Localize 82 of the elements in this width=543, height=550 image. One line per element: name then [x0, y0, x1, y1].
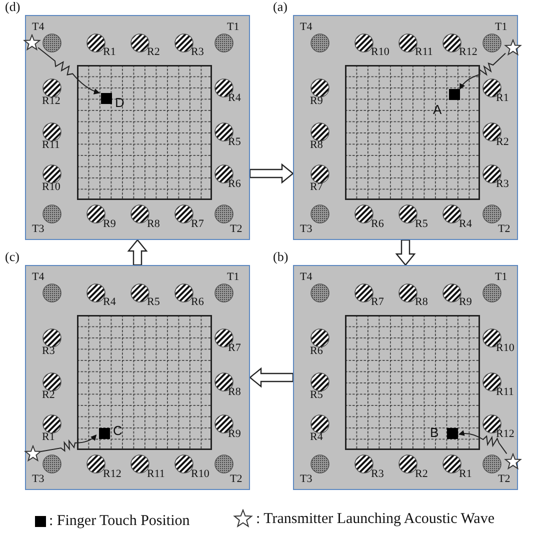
transducer-label: R6: [371, 218, 384, 230]
block-arrow: [249, 163, 294, 184]
transducer-label: R3: [371, 468, 384, 480]
transducer-label: R1: [42, 431, 55, 443]
wave-arrow: [40, 434, 97, 452]
transducer-label: R4: [310, 431, 323, 443]
transducer-label: R5: [415, 218, 428, 230]
transducer-label: R7: [191, 218, 204, 230]
transducer-label: R6: [310, 345, 323, 357]
transducer-label: R1: [496, 92, 509, 104]
transducer-label: R4: [228, 92, 241, 104]
panel-label: (c): [5, 250, 20, 264]
transducer-label: R5: [228, 136, 241, 148]
panel-label: (a): [273, 0, 288, 14]
position-label: B: [430, 425, 439, 440]
transducer-label: R10: [371, 46, 390, 58]
transducer-label: R11: [415, 46, 433, 58]
transducer-label: R3: [42, 345, 55, 357]
transducer-label: R10: [42, 181, 60, 193]
position-label: A: [433, 102, 442, 117]
panel-label: (b): [273, 250, 288, 264]
transducer-label: R2: [42, 389, 55, 401]
transducer-label: R12: [459, 46, 478, 58]
transducer-label: T4: [300, 271, 312, 283]
transducer-label: R12: [103, 468, 122, 480]
legend-text: : Finger Touch Position: [49, 512, 190, 530]
wave-arrow: [38, 47, 100, 94]
transducer-label: T1: [495, 21, 508, 33]
transducer-label: R7: [310, 181, 323, 193]
block-arrow: [249, 367, 294, 388]
transducer-label: R3: [496, 178, 509, 190]
transducer-label: T1: [227, 21, 240, 33]
transducer-label: R9: [228, 428, 241, 440]
transducer-label: R4: [459, 218, 472, 230]
transducer-label: R9: [103, 218, 116, 230]
transducer-label: T2: [230, 223, 242, 235]
transducer-label: R11: [496, 386, 514, 398]
position-label: C: [113, 423, 122, 438]
transducer-label: T1: [227, 271, 240, 283]
transducer-label: R8: [310, 139, 323, 151]
transducer-label: T2: [498, 473, 510, 485]
transducer-label: R7: [371, 296, 384, 308]
transducer-label: T4: [32, 271, 44, 283]
block-arrow: [395, 239, 416, 266]
transducer-label: R12: [496, 428, 514, 440]
transducer-label: T3: [32, 473, 44, 485]
transducer-label: T4: [32, 21, 44, 33]
transducer-label: R10: [191, 468, 210, 480]
transducer-label: R2: [415, 468, 428, 480]
transducer-label: R5: [147, 296, 160, 308]
transducer-label: R9: [459, 296, 472, 308]
transducer-label: R8: [415, 296, 428, 308]
transducer-label: R1: [459, 468, 472, 480]
transducer-label: T2: [230, 473, 242, 485]
position-label: D: [115, 95, 124, 110]
transducer-label: R5: [310, 389, 323, 401]
transducer-label: R8: [228, 386, 241, 398]
transducer-label: T4: [300, 21, 312, 33]
transducer-label: R7: [228, 342, 241, 354]
transducer-label: R4: [103, 296, 116, 308]
transducer-label: R2: [147, 46, 160, 58]
wave-arrow: [460, 52, 506, 90]
transducer-label: R8: [147, 218, 160, 230]
transducer-label: R6: [191, 296, 204, 308]
transducer-label: R11: [147, 468, 165, 480]
transducer-label: R11: [42, 139, 60, 151]
transducer-label: T3: [32, 223, 44, 235]
wave-arrow: [458, 430, 508, 454]
transducer-label: T3: [300, 223, 312, 235]
transducer-label: T2: [498, 223, 510, 235]
transducer-label: R10: [496, 342, 514, 354]
legend-text: : Transmitter Launching Acoustic Wave: [256, 510, 494, 528]
transducer-label: R12: [42, 95, 60, 107]
transducer-label: R9: [310, 95, 323, 107]
transducer-label: R1: [103, 46, 116, 58]
transducer-label: R2: [496, 136, 509, 148]
transducer-label: R3: [191, 46, 204, 58]
transducer-label: T3: [300, 473, 312, 485]
block-arrow: [127, 239, 148, 266]
transducer-label: R6: [228, 178, 241, 190]
panel-label: (d): [5, 0, 20, 14]
transducer-label: T1: [495, 271, 508, 283]
